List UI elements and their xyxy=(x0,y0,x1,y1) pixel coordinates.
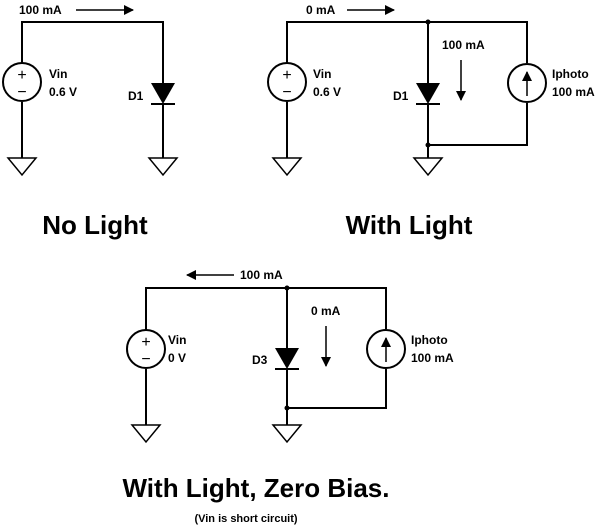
minus-sign: − xyxy=(17,84,26,101)
circuit-title: With Light, Zero Bias. xyxy=(123,473,390,503)
minus-sign: − xyxy=(282,84,291,101)
wire-top xyxy=(286,21,528,63)
current-label: 0 mA xyxy=(306,3,336,17)
plus-sign: + xyxy=(17,67,26,84)
current-label: 100 mA xyxy=(240,268,283,282)
circuit-with-light: 0 mA + − Vin 0.6 V D1 100 mA Iphoto 100 … xyxy=(267,3,595,240)
diode-current-label: 0 mA xyxy=(311,304,341,318)
current-source-icon xyxy=(507,63,547,103)
ground-icon xyxy=(130,424,162,444)
photo-source-value: 100 mA xyxy=(411,351,454,365)
photo-source-name: Iphoto xyxy=(411,333,448,347)
circuit-no-light: 100 mA + − Vin 0.6 V D1 No Light xyxy=(2,3,179,240)
diode-icon xyxy=(151,83,175,105)
source-value: 0.6 V xyxy=(313,85,341,99)
minus-sign: − xyxy=(141,351,150,368)
junction-dot xyxy=(284,405,290,411)
photo-source-name: Iphoto xyxy=(552,67,589,81)
diode-name: D3 xyxy=(252,353,268,367)
current-source-icon xyxy=(366,329,406,369)
ground-icon xyxy=(412,157,444,177)
junction-dot xyxy=(425,19,431,25)
source-name: Vin xyxy=(49,67,67,81)
plus-sign: + xyxy=(282,67,291,84)
circuit-title: With Light xyxy=(346,210,473,240)
wire-bottom-return xyxy=(287,369,387,409)
circuit-note: (Vin is short circuit) xyxy=(194,513,297,525)
source-name: Vin xyxy=(313,67,331,81)
wire-bottom-return xyxy=(428,103,528,146)
current-label: 100 mA xyxy=(19,3,62,17)
ground-icon xyxy=(271,157,303,177)
photo-source-value: 100 mA xyxy=(552,85,595,99)
diode-icon xyxy=(416,83,440,105)
voltage-source-icon: + − xyxy=(267,62,307,102)
junction-dot xyxy=(425,142,431,148)
junction-dot xyxy=(284,285,290,291)
source-value: 0 V xyxy=(168,351,186,365)
ground-icon xyxy=(147,157,179,177)
plus-sign: + xyxy=(141,334,150,351)
diode-name: D1 xyxy=(128,89,144,103)
source-value: 0.6 V xyxy=(49,85,77,99)
circuit-zero-bias: 100 mA + − Vin 0 V D3 0 mA Iphoto 100 mA… xyxy=(123,268,455,525)
diode-name: D1 xyxy=(393,89,409,103)
ground-icon xyxy=(271,424,303,444)
wire-top xyxy=(21,21,164,83)
voltage-source-icon: + − xyxy=(126,329,166,369)
ground-icon xyxy=(6,157,38,177)
diode-icon xyxy=(275,348,299,370)
wire-top xyxy=(145,287,387,330)
source-name: Vin xyxy=(168,333,186,347)
voltage-source-icon: + − xyxy=(2,62,42,102)
circuit-title: No Light xyxy=(42,210,148,240)
diode-current-label: 100 mA xyxy=(442,38,485,52)
